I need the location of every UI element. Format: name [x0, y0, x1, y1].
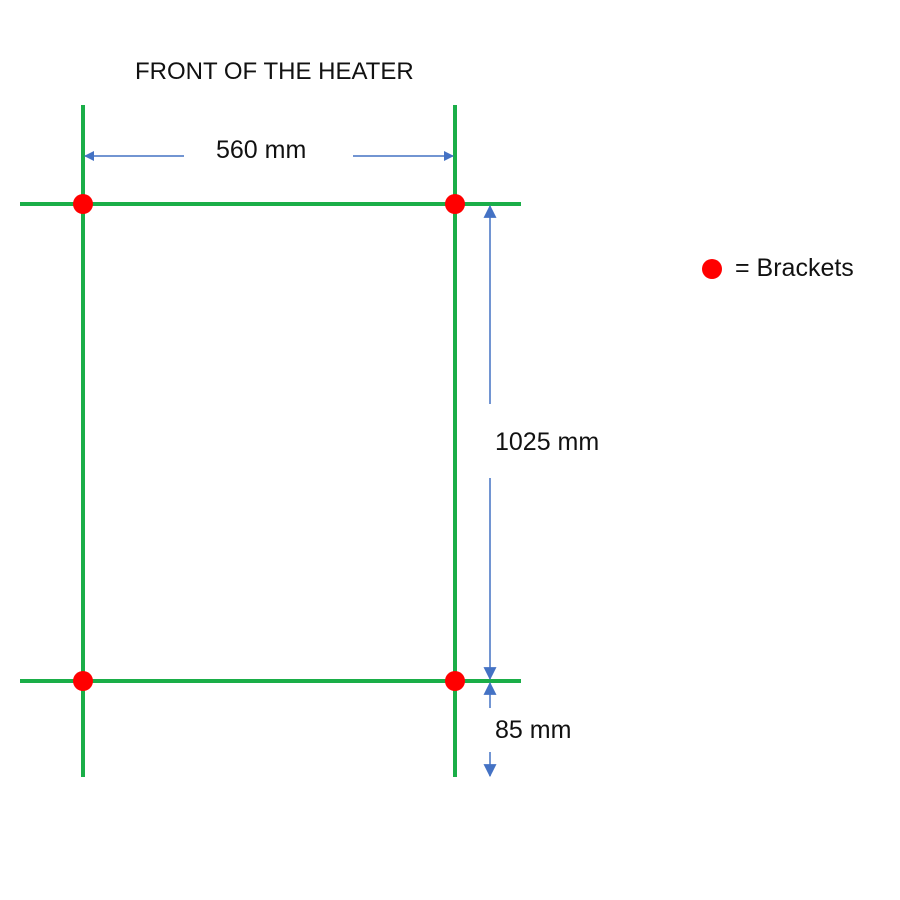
bracket-bottom-right [445, 671, 465, 691]
legend-label: = Brackets [735, 254, 854, 282]
width-dimension-label: 560 mm [216, 136, 307, 164]
diagram-title: FRONT OF THE HEATER [135, 58, 414, 85]
bracket-dot-icon [702, 258, 722, 279]
brackets [73, 194, 465, 691]
bracket-top-left [73, 194, 93, 214]
legend: = Brackets [702, 254, 854, 283]
height-dimension-label: 1025 mm [495, 428, 600, 456]
frame-lines [20, 105, 521, 777]
bracket-bottom-left [73, 671, 93, 691]
bracket-top-right [445, 194, 465, 214]
bottom-offset-label: 85 mm [495, 716, 572, 744]
